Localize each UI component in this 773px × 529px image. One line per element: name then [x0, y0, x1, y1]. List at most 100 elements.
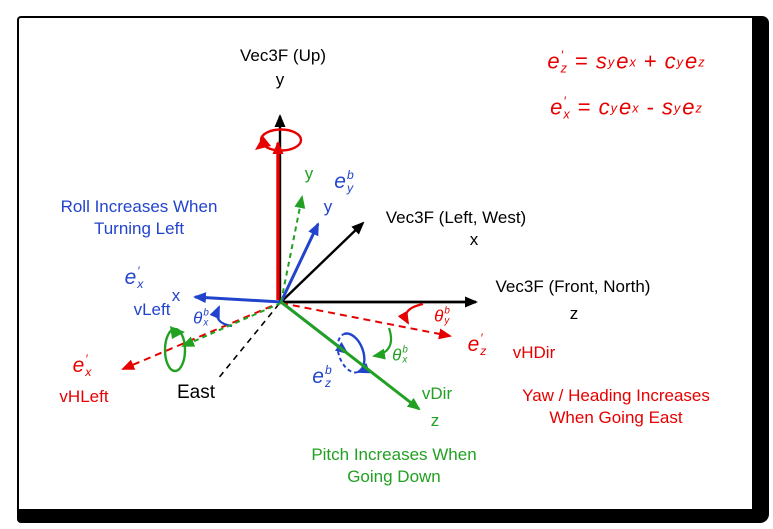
eq-lhs: e′x: [550, 93, 570, 122]
vhdir-label: vHDir: [512, 343, 556, 362]
math-base: c: [598, 95, 610, 120]
math-sub: x: [85, 365, 92, 379]
eq-lhs: e′z: [547, 47, 567, 75]
vdir-z-letter: z: [430, 411, 440, 430]
math-sup: b: [324, 363, 332, 378]
math-sub: z: [698, 54, 705, 70]
eq-equals: =: [577, 95, 591, 120]
math-sub: y: [673, 100, 681, 116]
math-sup: ′: [560, 47, 563, 63]
pitch-note-line2: Going Down: [347, 467, 441, 486]
math-base: e: [618, 95, 632, 120]
roll-note: Roll Increases When Turning Left: [61, 196, 218, 240]
math-indices: ′x: [85, 353, 91, 379]
body-x-letter: x: [171, 286, 181, 305]
math-base: θ: [392, 346, 402, 365]
math-indices: y: [673, 100, 681, 116]
roll-note-line2: Turning Left: [93, 219, 185, 238]
math-sup: ′: [480, 331, 483, 346]
math-base: s: [661, 95, 673, 120]
vec-up-axis-letter: y: [275, 70, 285, 89]
math-indices: x: [632, 100, 639, 116]
pitch-note-line1: Pitch Increases When: [311, 445, 477, 464]
pitch-angle-arrow-green: [372, 327, 393, 360]
math-base: e: [72, 354, 85, 377]
east-dashed-line: [216, 303, 280, 381]
world-axes: [216, 114, 478, 381]
math-indices: z: [695, 100, 702, 116]
math-indices: ′x: [137, 265, 143, 291]
math-sup: b: [346, 168, 354, 183]
vec-left-west-axis-letter: x: [469, 230, 479, 249]
math-base: e: [685, 49, 698, 74]
vhdir-e-prime-z-label: e′z: [468, 332, 487, 358]
eq-equals: =: [574, 49, 588, 74]
vhleft-dashed-vector: [121, 305, 273, 370]
body-roll-ellipse-front: [343, 332, 371, 374]
math-base: θ: [434, 307, 444, 326]
math-indices: y: [610, 100, 617, 116]
e-prime-x-blue-label: e′x: [125, 265, 144, 291]
vec-front-north-title: Vec3F (Front, North): [495, 277, 651, 296]
heading-rotation-arrowhead: [170, 326, 185, 339]
math-sub: x: [629, 54, 636, 70]
math-sub: y: [610, 100, 617, 116]
pitch-note: Pitch Increases When Going Down: [311, 444, 476, 488]
math-base: c: [664, 49, 676, 74]
math-sub: y: [346, 181, 354, 195]
eq-operator: -: [646, 95, 654, 120]
math-sub: x: [137, 277, 144, 291]
math-sub: z: [695, 100, 702, 116]
math-sup: b: [203, 307, 209, 319]
vec-front-north-axis-letter: z: [569, 304, 579, 323]
math-sub: z: [480, 344, 487, 358]
direction-geometry: [163, 195, 421, 411]
vleft-vector: [193, 292, 282, 304]
roll-angle-arrow-blue: [209, 305, 233, 328]
math-sub: x: [402, 355, 408, 366]
math-base: e: [467, 333, 480, 356]
east-label: East: [176, 382, 216, 403]
vec-left-west-title: Vec3F (Left, West): [385, 208, 527, 227]
vec-up-title: Vec3F (Up): [240, 46, 326, 65]
math-base: s: [595, 49, 607, 74]
body-y-letter: y: [323, 197, 333, 216]
left-west-axis: [280, 221, 365, 303]
yaw-angle-arrow: [397, 302, 424, 325]
math-sup: b: [402, 344, 408, 356]
math-indices: ′x: [563, 93, 570, 122]
vhdir-dashed-vector: [280, 302, 452, 340]
diagram-frame: [17, 16, 769, 523]
math-sup: b: [444, 305, 450, 317]
math-sub: z: [324, 376, 332, 390]
math-sup: ′: [85, 352, 88, 367]
math-sub: y: [607, 54, 615, 70]
math-base: e: [616, 49, 629, 74]
math-sup: ′: [563, 93, 566, 109]
yaw-rotation-arrowhead: [255, 136, 271, 150]
math-sub: x: [563, 107, 570, 122]
math-sub: x: [632, 100, 639, 116]
math-base: e: [547, 49, 560, 74]
vhleft-label: vHLeft: [59, 387, 109, 406]
roll-note-line1: Roll Increases When: [60, 197, 218, 216]
vleft-label: vLeft: [133, 300, 171, 319]
math-base: θ: [193, 309, 203, 328]
math-base: e: [550, 95, 563, 120]
yaw-note: Yaw / Heading Increases When Going East: [522, 385, 710, 429]
math-base: e: [682, 95, 695, 120]
